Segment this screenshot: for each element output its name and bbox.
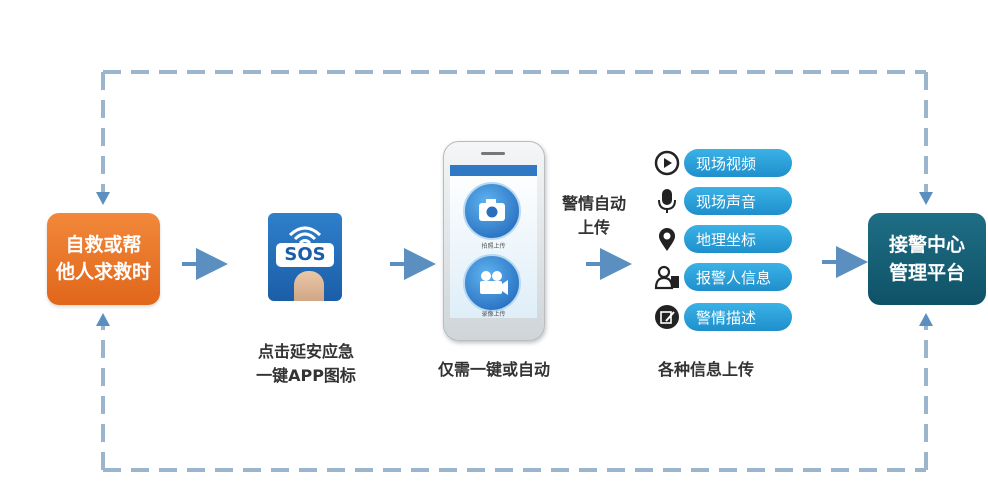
arrow-up-left xyxy=(96,313,110,326)
end-node-line1: 接警中心 xyxy=(888,234,965,256)
play-icon xyxy=(654,150,680,176)
sos-badge: SOS xyxy=(276,243,334,267)
arrow-up-right xyxy=(919,313,933,326)
end-node: 接警中心 管理平台 xyxy=(868,213,986,305)
video-upload-label: 录像上传 xyxy=(481,311,506,318)
start-node: 自救或帮 他人求救时 xyxy=(47,213,160,305)
info-pill-description: 警情描述 xyxy=(684,303,792,331)
step1-caption-line1: 点击延安应急 xyxy=(257,342,354,361)
info-pill-video: 现场视频 xyxy=(684,149,792,177)
step1-caption-line2: 一键APP图标 xyxy=(256,366,356,385)
auto-upload-line1: 警情自动 xyxy=(561,194,626,213)
finger-icon xyxy=(294,271,324,301)
arrow-down-right xyxy=(919,192,933,205)
step2-caption: 仅需一键或自动 xyxy=(437,360,550,379)
info-pill-location: 地理坐标 xyxy=(684,225,792,253)
auto-upload-line2: 上传 xyxy=(577,218,610,237)
photo-upload-button[interactable] xyxy=(463,182,521,240)
phone-speaker xyxy=(481,152,505,155)
video-camera-icon xyxy=(480,271,508,295)
video-upload-button[interactable] xyxy=(463,254,521,312)
location-pin-icon xyxy=(659,228,675,251)
camera-icon xyxy=(479,199,505,221)
photo-upload-label: 拍照上传 xyxy=(481,243,506,250)
start-node-line1: 自救或帮 xyxy=(65,234,142,256)
step4-caption: 各种信息上传 xyxy=(657,360,754,379)
step1-caption: 点击延安应急 一键APP图标 xyxy=(236,340,376,388)
start-node-line2: 他人求救时 xyxy=(55,261,151,283)
end-node-line2: 管理平台 xyxy=(888,262,965,284)
arrow-down-left xyxy=(96,192,110,205)
microphone-icon xyxy=(658,189,676,213)
wifi-signal-icon xyxy=(288,226,322,245)
info-pill-caller: 报警人信息 xyxy=(684,263,792,291)
phone-status-bar xyxy=(450,165,537,176)
info-pill-audio: 现场声音 xyxy=(684,187,792,215)
edit-note-icon xyxy=(655,305,679,329)
auto-upload-label: 警情自动 上传 xyxy=(548,192,640,240)
person-card-icon xyxy=(654,265,679,290)
sos-app-icon: SOS xyxy=(268,213,342,301)
